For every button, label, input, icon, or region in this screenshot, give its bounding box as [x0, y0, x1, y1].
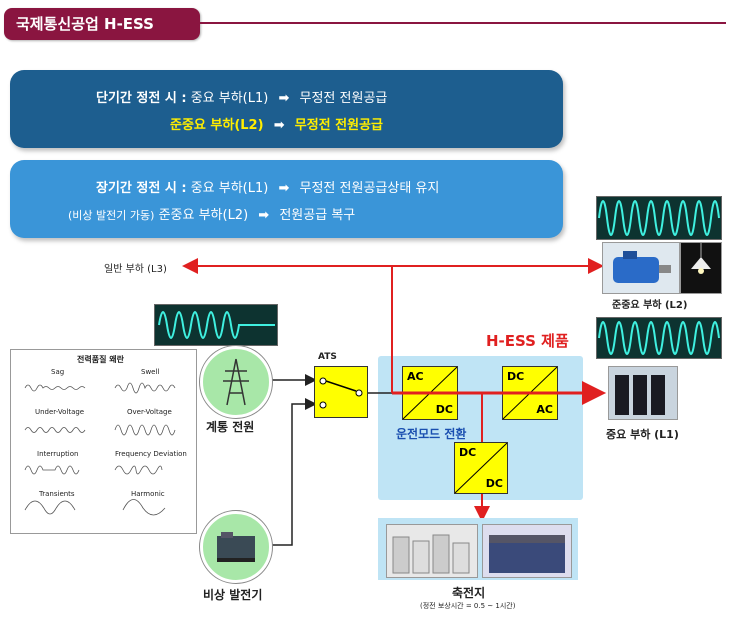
short-l2-load: 준중요 부하(L2) — [170, 118, 264, 133]
long-l2-result: 전원공급 복구 — [279, 208, 356, 223]
ats-label: ATS — [318, 352, 337, 362]
arrow-right-icon: ➡ — [273, 118, 285, 133]
converter-3-top: DC — [459, 446, 477, 459]
semi-load-waveform-display — [596, 196, 722, 240]
motor-image — [602, 242, 680, 294]
pq-label-interruption: Interruption — [37, 450, 79, 458]
motor-icon — [613, 251, 671, 283]
ats-switch — [314, 366, 368, 418]
sine-wave-icon — [598, 200, 720, 236]
battery-image-2 — [482, 524, 572, 578]
disturbance-waveforms — [24, 382, 176, 516]
transmission-tower-icon — [223, 358, 249, 406]
semi-load-label: 준중요 부하 (L2) — [612, 300, 688, 311]
pq-label-harmonic: Harmonic — [131, 490, 165, 498]
converter-2-bottom: AC — [536, 403, 553, 416]
pq-label-frequency-deviation: Frequency Deviation — [115, 450, 187, 458]
battery-image-1 — [386, 524, 478, 578]
pq-label-sag: Sag — [51, 368, 65, 376]
lamp-icon — [691, 243, 711, 274]
hess-product-label: H-ESS 제품 — [486, 332, 569, 350]
critical-load-label: 중요 부하 (L1) — [606, 428, 679, 441]
long-l1-load: 중요 부하(L1) — [190, 181, 269, 196]
long-outage-box: 장기간 정전 시 : 중요 부하(L1) ➡ 무정전 전원공급상태 유지 (비상… — [10, 160, 563, 238]
battery-note: (정전 보상시간 = 0.5 ~ 1시간) — [420, 602, 516, 610]
ac-dc-converter: AC DC — [402, 366, 458, 420]
pq-label-transients: Transients — [39, 490, 75, 498]
arrow-right-icon: ➡ — [258, 208, 270, 223]
short-outage-label: 단기간 정전 시 : — [96, 91, 187, 106]
long-l2-load: 준중요 부하(L2) — [158, 208, 249, 223]
page-title: 국제통신공업 H-ESS — [4, 8, 200, 40]
battery-label: 축전지 — [452, 586, 486, 600]
short-outage-box: 단기간 정전 시 : 중요 부하(L1) ➡ 무정전 전원공급 준중요 부하(L… — [10, 70, 563, 148]
generator-label: 비상 발전기 — [203, 588, 263, 602]
battery-icon — [392, 534, 470, 574]
sine-wave-icon — [598, 321, 720, 355]
converter-1-top: AC — [407, 370, 424, 383]
interrupted-wave-icon — [158, 311, 275, 339]
lamp-image — [680, 242, 722, 294]
critical-load-waveform-display — [596, 317, 722, 359]
server-rack-icon — [615, 375, 665, 415]
grid-label: 계통 전원 — [206, 420, 255, 434]
mode-switch-label: 운전모드 전환 — [396, 427, 467, 441]
grid-waveform-display — [154, 304, 278, 346]
grid-power-node — [200, 346, 272, 418]
arrow-right-icon: ➡ — [278, 181, 290, 196]
short-l1-load: 중요 부하(L1) — [190, 91, 269, 106]
generator-to-ats-line — [270, 398, 317, 546]
pq-label-under-voltage: Under-Voltage — [35, 408, 85, 416]
title-underline — [196, 22, 726, 24]
converter-1-bottom: DC — [435, 403, 453, 416]
general-load-label: 일반 부하 (L3) — [104, 264, 167, 275]
short-l1-result: 무정전 전원공급 — [299, 91, 388, 106]
pq-label-over-voltage: Over-Voltage — [127, 408, 172, 416]
generator-node — [200, 511, 272, 583]
pq-label-swell: Swell — [141, 368, 160, 376]
server-rack-image — [608, 366, 678, 420]
power-quality-title: 전력품질 왜란 — [77, 355, 124, 364]
battery-icon — [489, 535, 565, 573]
power-quality-panel: 전력품질 왜란 Sag Swell Under-Voltage Over-Vol… — [10, 349, 197, 534]
short-l2-result: 무정전 전원공급 — [294, 118, 383, 133]
converter-3-bottom: DC — [485, 477, 503, 490]
arrow-right-icon: ➡ — [278, 91, 290, 106]
long-l1-result: 무정전 전원공급상태 유지 — [299, 181, 440, 196]
dc-dc-converter: DC DC — [454, 442, 508, 494]
generator-note: (비상 발전기 가동) — [68, 209, 155, 222]
converter-2-top: DC — [507, 370, 525, 383]
generator-icon — [217, 532, 255, 562]
switch-icon — [319, 377, 363, 409]
dc-ac-converter: DC AC — [502, 366, 558, 420]
battery-area — [378, 518, 578, 580]
long-outage-label: 장기간 정전 시 : — [96, 181, 187, 196]
